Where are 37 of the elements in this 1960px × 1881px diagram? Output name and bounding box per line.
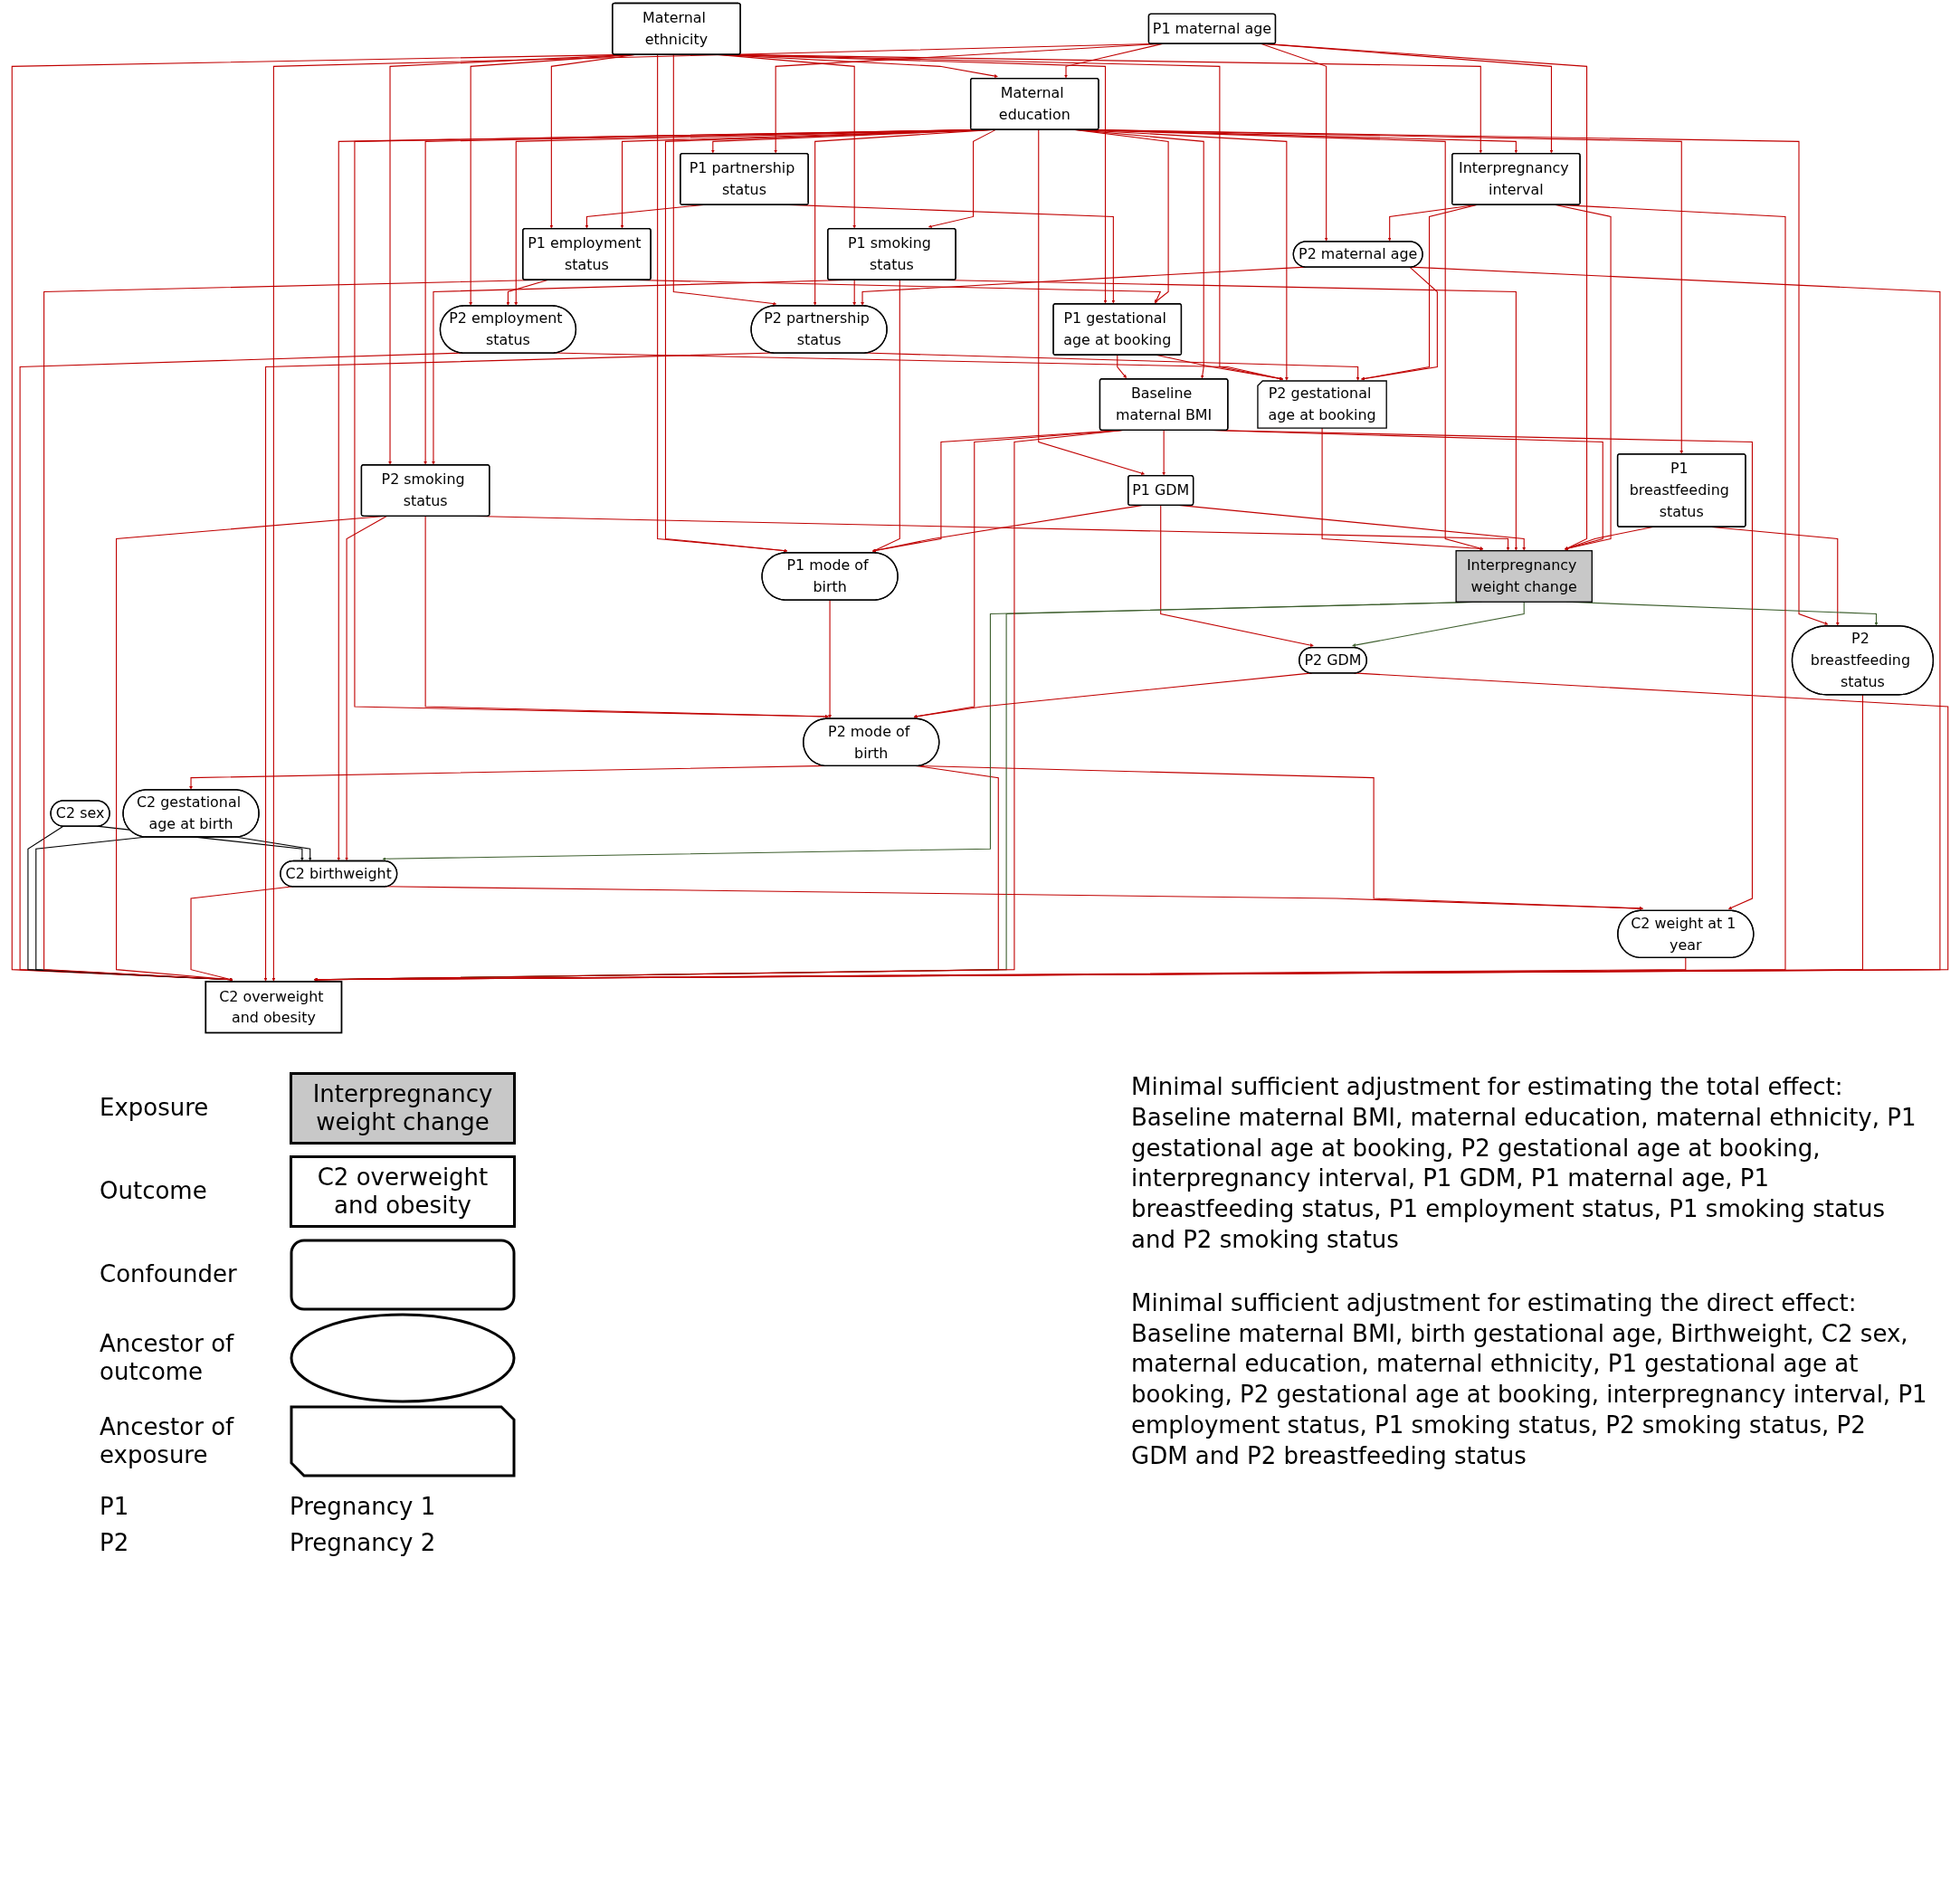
arrow — [1352, 601, 1525, 647]
note-text: Baseline maternal BMI, birth gestational age, Birthweight, C2 sex, maternal education, maternal ethnicity, P1 gestational age at booking, P2 gestational age at booking, interpregnancy interval, P1 employment status, P1 smoking status, P2 smoking status, P2 GDM and P2 breastfeeding status — [1131, 1318, 1927, 1471]
arrow — [664, 128, 997, 553]
arrow — [852, 279, 857, 306]
legend-label: Confounder — [100, 1260, 238, 1289]
arrow — [813, 128, 997, 306]
note-text: Baseline maternal BMI, maternal education, maternal ethnicity, P1 gestational age at booking, P2 gestational age at booking, interpregnancy interval, P1 GDM, P1 maternal age, P1 breastfeeding status, P1 employment status, P1 smoking status and P2 smoking status — [1131, 1102, 1917, 1255]
abbreviation-meaning: Pregnancy 1 — [290, 1493, 436, 1520]
arrow — [345, 515, 388, 861]
arrow — [1361, 266, 1438, 381]
arrow — [423, 128, 997, 465]
arrow — [1038, 128, 1145, 475]
legend-label: Exposure — [100, 1094, 210, 1123]
note-heading: Minimal sufficient adjustment for estimating the total effect: — [1131, 1072, 1844, 1102]
note-heading: Minimal sufficient adjustment for estimating the direct effect: — [1131, 1287, 1858, 1318]
arrow — [1117, 354, 1127, 379]
node-box: C2 overweight and obesity — [205, 981, 343, 1034]
legend-sample-box: C2 overweight and obesity — [290, 1154, 516, 1229]
arrow — [271, 43, 1165, 982]
abbreviation: P1 — [100, 1493, 130, 1520]
legend-label: Outcome — [100, 1177, 208, 1206]
arrow — [424, 515, 829, 718]
arrow — [1160, 504, 1314, 647]
arrow — [337, 128, 997, 861]
arrow — [514, 128, 997, 306]
legend-label: Ancestor of outcome — [100, 1329, 235, 1387]
arrow — [620, 128, 997, 229]
arrow — [354, 128, 997, 718]
arrow — [928, 128, 997, 228]
arrow — [828, 599, 832, 718]
legend-sample-box: Interpregnancy weight change — [290, 1071, 516, 1145]
abbreviation-meaning: Pregnancy 2 — [290, 1529, 436, 1556]
arrow — [1162, 429, 1166, 476]
node-box: Interpregnancy weight change — [1455, 550, 1593, 603]
arrow — [116, 515, 388, 982]
abbreviation: P2 — [100, 1529, 130, 1556]
legend-label: Ancestor of exposure — [100, 1412, 235, 1470]
